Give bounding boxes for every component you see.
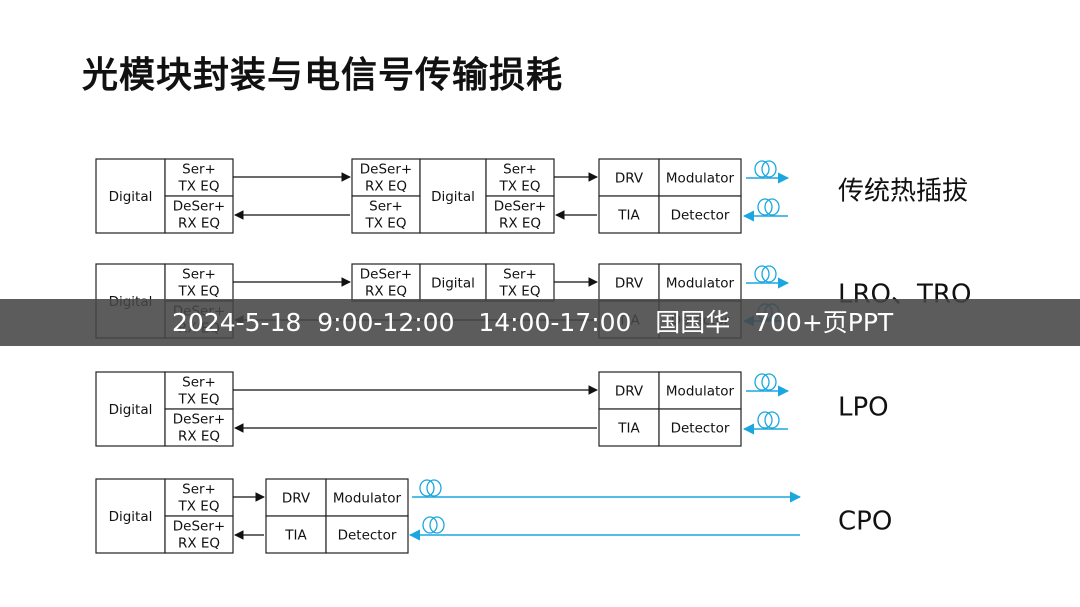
row4-fiber-coil-tx-loop-1 bbox=[419, 479, 435, 497]
row1-drv-box-label: DRV bbox=[615, 171, 644, 187]
row1-dsp-ser-tx-out-box bbox=[485, 158, 555, 197]
row1-tia-box-label: TIA bbox=[617, 208, 640, 224]
row2-dsp-deser-rx-box-label-1: DeSer+ bbox=[360, 267, 412, 283]
row2-dsp-deser-rx-box bbox=[351, 263, 421, 302]
row4-fiber-coil-tx bbox=[419, 479, 442, 497]
row2-dsp-ser-tx-box-label-1: Ser+ bbox=[503, 267, 537, 283]
row3-deser-rx-box-label-2: RX EQ bbox=[178, 429, 220, 445]
row4-modulator-box-label: Modulator bbox=[333, 491, 402, 507]
row1-dsp-ser-tx-out-box-label-2: TX EQ bbox=[499, 179, 541, 195]
row3-drv-box-label: DRV bbox=[615, 384, 644, 400]
row1-digital-box-label: Digital bbox=[109, 189, 153, 205]
row3-fiber-coil-rx-loop-2 bbox=[764, 411, 780, 429]
row3-ser-tx-box-label-1: Ser+ bbox=[182, 375, 216, 391]
row4-deser-rx-box-label-1: DeSer+ bbox=[173, 519, 225, 535]
row3-fiber-coil-tx bbox=[754, 373, 777, 391]
row4-fiber-coil-rx bbox=[422, 516, 445, 534]
row1-ser-tx-box-label-1: Ser+ bbox=[182, 162, 216, 178]
row1-dsp-digital-box-label: Digital bbox=[431, 189, 475, 205]
row4-digital-box-label: Digital bbox=[109, 509, 153, 525]
watermark-banner: 2024-5-18 9:00-12:00 14:00-17:00 国国华 700… bbox=[0, 299, 1080, 346]
row1-modulator-box bbox=[658, 158, 742, 197]
row4-drv-box-label: DRV bbox=[282, 491, 311, 507]
row2-dsp-ser-tx-box-label-2: TX EQ bbox=[499, 284, 541, 300]
row4-detector-box-label: Detector bbox=[338, 528, 397, 544]
row4-modulator-box bbox=[325, 478, 409, 517]
row1-fiber-coil-rx-loop-1 bbox=[757, 198, 773, 216]
row3-fiber-coil-rx-loop-1 bbox=[757, 411, 773, 429]
row4-digital-box bbox=[95, 478, 166, 554]
row1-dsp-deser-rx-box bbox=[351, 158, 421, 197]
row4-ser-tx-box bbox=[164, 478, 234, 517]
row2-fiber-coil-tx-loop-2 bbox=[761, 265, 777, 283]
row1-label: 传统热插拔 bbox=[838, 177, 968, 207]
row1-fiber-coil-rx-loop-2 bbox=[764, 198, 780, 216]
row4-ser-tx-box-label-2: TX EQ bbox=[178, 499, 220, 515]
row1-modulator-box-label: Modulator bbox=[666, 171, 735, 187]
row1-ser-tx-box-label-2: TX EQ bbox=[178, 179, 220, 195]
row3-fiber-coil-rx bbox=[757, 411, 780, 429]
row2-ser-tx-box-label-2: TX EQ bbox=[178, 284, 220, 300]
row1-detector-box bbox=[658, 195, 742, 234]
row1-detector-box-label: Detector bbox=[671, 208, 730, 224]
row1-dsp-ser-tx-box-label-1: Ser+ bbox=[369, 199, 403, 215]
row1-tia-box bbox=[598, 195, 660, 234]
row3-detector-box-label: Detector bbox=[671, 421, 730, 437]
row1-dsp-deser-rx-box-label-1: DeSer+ bbox=[360, 162, 412, 178]
row3-fiber-coil-tx-loop-1 bbox=[754, 373, 770, 391]
row4-label: CPO bbox=[838, 507, 892, 537]
row1-deser-rx-box-label-2: RX EQ bbox=[178, 216, 220, 232]
row1-drv-box bbox=[598, 158, 660, 197]
row1-fiber-coil-tx-loop-2 bbox=[761, 160, 777, 178]
row1-dsp-ser-tx-box-label-2: TX EQ bbox=[365, 216, 407, 232]
row4-deser-rx-box-label-2: RX EQ bbox=[178, 536, 220, 552]
row2-fiber-coil-tx bbox=[754, 265, 777, 283]
row4-detector-box bbox=[325, 515, 409, 554]
row4-tia-box-label: TIA bbox=[284, 528, 307, 544]
row4-fiber-coil-rx-loop-1 bbox=[422, 516, 438, 534]
row2-modulator-box-label: Modulator bbox=[666, 276, 735, 292]
row4-deser-rx-box bbox=[164, 515, 234, 554]
row2-ser-tx-box-label-1: Ser+ bbox=[182, 267, 216, 283]
row3-deser-rx-box-label-1: DeSer+ bbox=[173, 412, 225, 428]
row4-fiber-coil-tx-loop-2 bbox=[426, 479, 442, 497]
row3-tia-box-label: TIA bbox=[617, 421, 640, 437]
row1-deser-rx-box bbox=[164, 195, 234, 234]
row1-deser-rx-box-label-1: DeSer+ bbox=[173, 199, 225, 215]
row1-dsp-digital-box bbox=[419, 158, 487, 234]
row3-deser-rx-box bbox=[164, 408, 234, 447]
row3-digital-box-label: Digital bbox=[109, 402, 153, 418]
row1-digital-box bbox=[95, 158, 166, 234]
row2-dsp-digital-box-label: Digital bbox=[431, 276, 475, 292]
row3-modulator-box-label: Modulator bbox=[666, 384, 735, 400]
row1-dsp-deser-rx-in-box bbox=[485, 195, 555, 234]
row1-dsp-deser-rx-in-box-label-2: RX EQ bbox=[499, 216, 541, 232]
row3-ser-tx-box-label-2: TX EQ bbox=[178, 392, 220, 408]
row2-drv-box-label: DRV bbox=[615, 276, 644, 292]
row3-fiber-coil-tx-loop-2 bbox=[761, 373, 777, 391]
row4-ser-tx-box-label-1: Ser+ bbox=[182, 482, 216, 498]
row4-fiber-coil-rx-loop-2 bbox=[429, 516, 445, 534]
slide-title: 光模块封装与电信号传输损耗 bbox=[82, 55, 564, 96]
row4-drv-box bbox=[265, 478, 327, 517]
row1-dsp-ser-tx-box bbox=[351, 195, 421, 234]
row1-fiber-coil-tx-loop-1 bbox=[754, 160, 770, 178]
row1-dsp-deser-rx-in-box-label-1: DeSer+ bbox=[494, 199, 546, 215]
row1-dsp-deser-rx-box-label-2: RX EQ bbox=[365, 179, 407, 195]
row3-ser-tx-box bbox=[164, 371, 234, 410]
row1-dsp-ser-tx-out-box-label-1: Ser+ bbox=[503, 162, 537, 178]
row3-tia-box bbox=[598, 408, 660, 447]
row1-fiber-coil-tx bbox=[754, 160, 777, 178]
banner-text: 2024-5-18 9:00-12:00 14:00-17:00 国国华 700… bbox=[172, 308, 894, 337]
row3-digital-box bbox=[95, 371, 166, 447]
row2-dsp-deser-rx-box-label-2: RX EQ bbox=[365, 284, 407, 300]
row4-tia-box bbox=[265, 515, 327, 554]
row1-fiber-coil-rx bbox=[757, 198, 780, 216]
row3-detector-box bbox=[658, 408, 742, 447]
row3-label: LPO bbox=[838, 393, 889, 423]
row2-fiber-coil-tx-loop-1 bbox=[754, 265, 770, 283]
